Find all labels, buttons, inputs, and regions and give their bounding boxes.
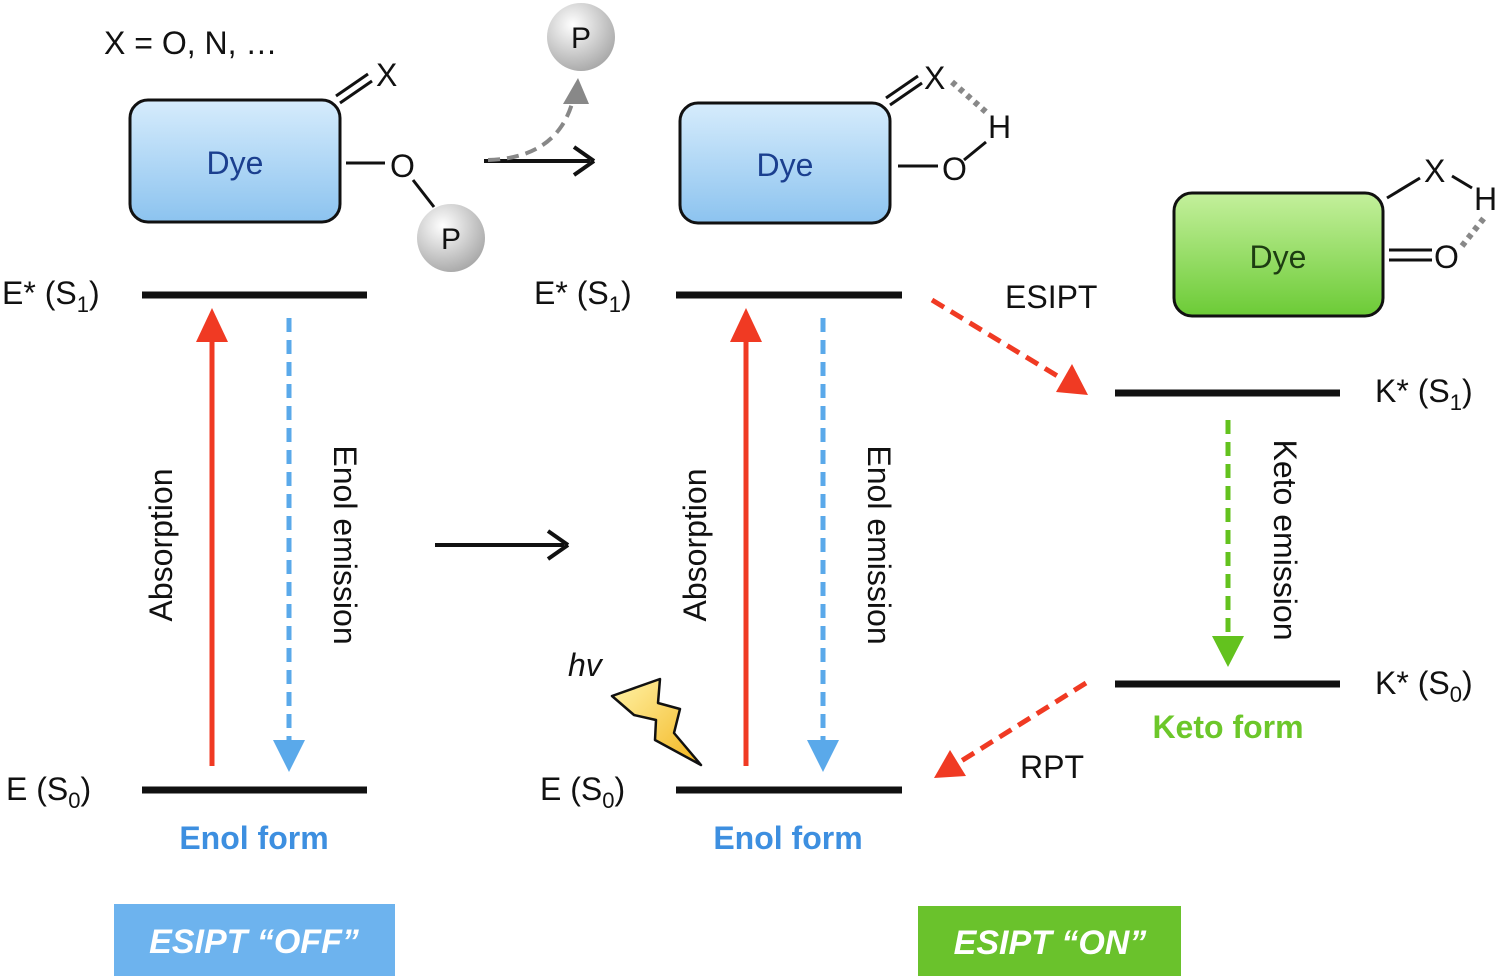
dye-keto: Dye X H O [1172, 153, 1497, 318]
absorption-label-left: Absorption [143, 469, 179, 622]
esipt-arrow [930, 297, 1088, 395]
dye-protected: Dye X O P [128, 57, 485, 272]
deprotection-arrow [484, 145, 596, 177]
badge-on-label: ESIPT “ON” [954, 924, 1147, 962]
released-group-ball [547, 3, 615, 71]
rpt-arrow [934, 680, 1088, 778]
panel-transition-arrow [435, 529, 570, 561]
atom-x-protected: X [376, 57, 397, 93]
protecting-group-label: P [441, 223, 461, 256]
hv-label: hv [568, 647, 604, 683]
enol-emission-label-right: Enol emission [861, 445, 897, 644]
enol-emission-arrow-left [273, 318, 305, 772]
label-e-excited-right: E* (S1) [534, 275, 632, 317]
label-k-ground: K* (S0) [1375, 665, 1473, 707]
esipt-label: ESIPT [1005, 279, 1097, 315]
dye-label-enol: Dye [757, 147, 814, 183]
atom-h-keto: H [1474, 181, 1497, 217]
label-k-excited: K* (S1) [1375, 373, 1473, 415]
rpt-label: RPT [1020, 749, 1084, 785]
enol-form-label-left: Enol form [179, 820, 328, 856]
absorption-arrow-right [730, 308, 762, 766]
label-e-excited-left: E* (S1) [2, 275, 100, 317]
atom-o-keto: O [1434, 239, 1459, 275]
atom-x-enol: X [924, 60, 945, 96]
absorption-arrow-left [196, 308, 228, 766]
atom-o-protected: O [390, 148, 415, 184]
enol-form-label-right: Enol form [713, 820, 862, 856]
badge-esipt-on: ESIPT “ON” [918, 906, 1181, 976]
protecting-group-ball [417, 204, 485, 272]
atom-x-keto: X [1424, 153, 1445, 189]
absorption-label-right: Absorption [677, 469, 713, 622]
substituent-note: X = O, N, … [104, 25, 277, 61]
keto-form-label: Keto form [1152, 709, 1303, 745]
badge-esipt-off: ESIPT “OFF” [114, 904, 395, 976]
dye-label-keto: Dye [1250, 239, 1307, 275]
dye-label-protected: Dye [207, 145, 264, 181]
dye-enol: Dye X H O [678, 60, 1011, 225]
enol-emission-label-left: Enol emission [327, 445, 363, 644]
keto-emission-label: Keto emission [1267, 440, 1303, 641]
atom-h-enol: H [988, 109, 1011, 145]
enol-emission-arrow-right [807, 318, 839, 772]
released-group-label: P [571, 22, 591, 55]
label-e-ground-left: E (S0) [6, 771, 91, 813]
label-e-ground-right: E (S0) [540, 771, 625, 813]
badge-off-label: ESIPT “OFF” [149, 923, 359, 961]
keto-emission-arrow [1212, 420, 1244, 667]
release-arrow [487, 78, 589, 162]
lightning-icon [610, 677, 703, 767]
atom-o-enol: O [942, 151, 967, 187]
